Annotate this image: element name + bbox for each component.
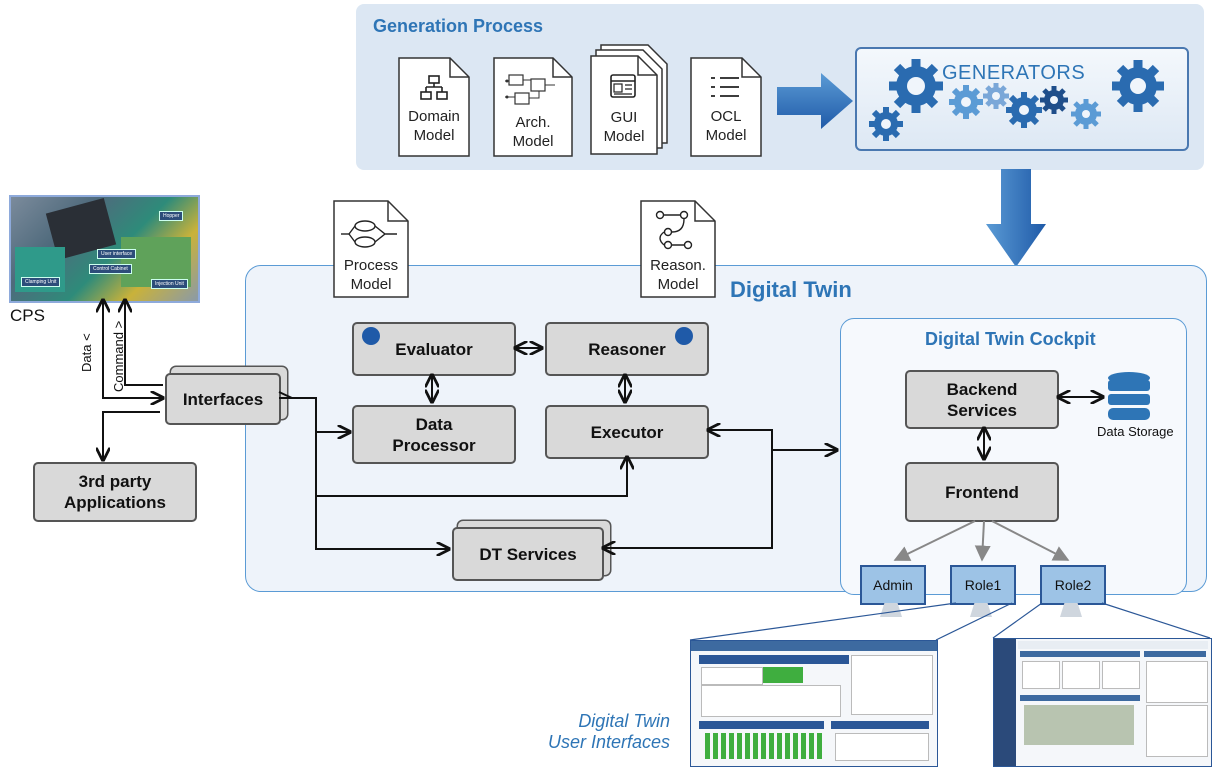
interfaces-label: Interfaces: [182, 389, 264, 409]
user-interfaces-label-2: User Interfaces: [547, 732, 670, 752]
backend-label-1: Backend: [946, 379, 1018, 399]
data-processor-label-1: Data: [415, 414, 453, 434]
reason-model-label-2: Model: [657, 276, 699, 293]
ocl-model-label-2: Model: [705, 127, 747, 144]
interfaces-box: Interfaces: [165, 373, 281, 425]
data-processor-label-2: Processor: [392, 435, 476, 455]
cps-label-user-interface: User interface: [97, 249, 137, 259]
backend-services-box: Backend Services: [905, 370, 1059, 429]
ocl-model-doc: OCL Model: [690, 57, 762, 157]
generators-label: GENERATORS: [942, 62, 1086, 84]
arch-model-label-2: Model: [512, 133, 554, 150]
digital-twin-title: Digital Twin: [730, 277, 852, 302]
backend-label-2: Services: [947, 400, 1017, 420]
data-processor-box: Data Processor: [352, 405, 516, 464]
domain-model-label-2: Model: [413, 127, 455, 144]
cps-label-injection-unit: Injection Unit: [151, 279, 188, 289]
cockpit-title: Digital Twin Cockpit: [925, 329, 1096, 349]
arch-model-doc: Arch. Model: [493, 57, 573, 157]
gui-model-label-1: GUI: [610, 109, 638, 126]
cps-label-clamping-unit: Clamping Unit: [21, 277, 61, 287]
generation-process-title: Generation Process: [373, 16, 544, 36]
third-party-apps-box: 3rd party Applications: [33, 462, 197, 522]
process-model-link-dot: [362, 327, 380, 345]
admin-monitor: Admin: [860, 565, 926, 605]
role1-label: Role1: [964, 577, 1002, 593]
user-interfaces-label-1: Digital Twin: [578, 711, 670, 731]
role1-stand: [970, 603, 992, 617]
reasoning-flow-icon: [655, 210, 693, 250]
gears-icon: [869, 59, 1164, 141]
role1-monitor: Role1: [950, 565, 1016, 605]
reasoner-label: Reasoner: [588, 339, 666, 359]
frontend-label: Frontend: [945, 482, 1019, 502]
architecture-icon: [505, 74, 555, 105]
cps-label: CPS: [10, 306, 45, 325]
frontend-box: Frontend: [905, 462, 1059, 522]
gui-model-label-2: Model: [603, 128, 645, 145]
role1-ui-screenshot: [690, 640, 938, 767]
data-storage-label: Data Storage: [1097, 424, 1174, 439]
dt-services-box: DT Services: [452, 527, 604, 581]
database-icon: [1108, 372, 1150, 420]
admin-stand: [880, 603, 902, 617]
list-icon: [711, 77, 739, 97]
domain-model-doc: Domain Model: [398, 57, 470, 157]
reason-model-doc: Reason. Model: [640, 200, 716, 298]
cps-label-control-cabinet: Control Cabinet: [89, 264, 132, 274]
third-party-label-2: Applications: [63, 493, 166, 512]
role2-stand: [1060, 603, 1082, 617]
reason-model-link-dot: [675, 327, 693, 345]
role2-label: Role2: [1054, 577, 1092, 593]
process-model-doc: Process Model: [333, 200, 409, 298]
arch-model-label-1: Arch.: [515, 114, 551, 131]
evaluator-label: Evaluator: [395, 339, 473, 359]
process-model-label-1: Process: [343, 257, 399, 274]
admin-label: Admin: [873, 577, 913, 593]
process-model-label-2: Model: [350, 276, 392, 293]
role2-ui-screenshot: [993, 638, 1212, 767]
third-party-label-1: 3rd party: [78, 472, 152, 491]
cps-label-hopper: Hopper: [159, 211, 184, 221]
hierarchy-icon: [420, 75, 448, 100]
arrow-right-icon: [777, 73, 853, 129]
user-interfaces-label: Digital Twin User Interfaces: [520, 711, 670, 753]
window-icon: [610, 74, 636, 98]
domain-model-label-1: Domain: [408, 108, 460, 125]
process-flow-icon: [341, 220, 397, 248]
dt-services-label: DT Services: [479, 544, 577, 564]
reason-model-label-1: Reason.: [650, 257, 706, 274]
arrow-down-icon: [986, 169, 1046, 267]
cps-photo: Hopper User interface Control Cabinet Cl…: [9, 195, 200, 303]
ocl-model-label-1: OCL: [710, 108, 742, 125]
gui-model-doc: GUI Model: [590, 44, 670, 158]
